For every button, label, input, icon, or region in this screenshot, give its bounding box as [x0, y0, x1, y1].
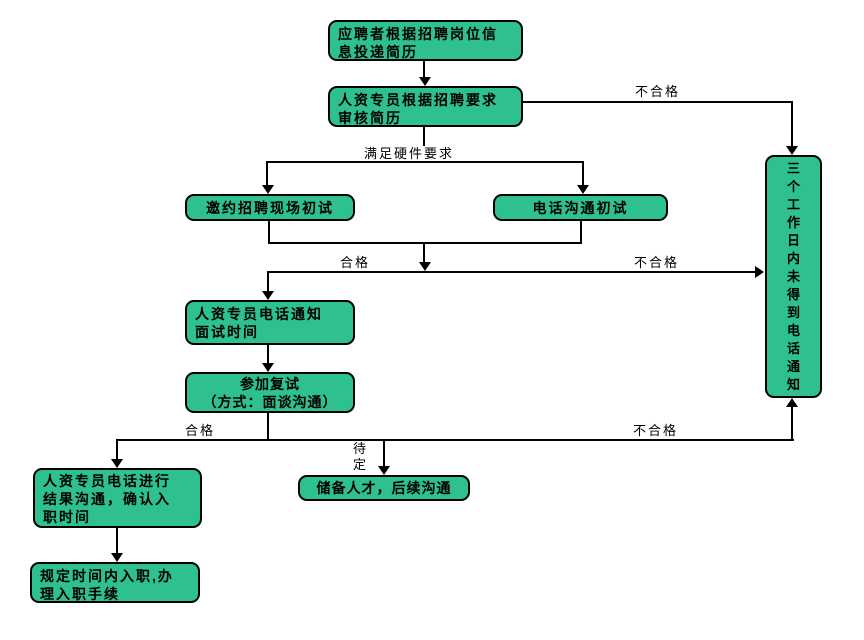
node-submit-resume: 应聘者根据招聘岗位信 息投递简历: [328, 20, 523, 61]
connector-submit-to-review: [423, 61, 425, 78]
connector-review-to-split: [423, 127, 425, 163]
arrow-down-icon: [262, 291, 274, 300]
connector-onsite-down: [268, 221, 270, 244]
connector-merge-h: [268, 242, 582, 244]
edge-label-final-fail: 不合格: [631, 423, 681, 438]
connector-final-result-h: [116, 439, 794, 441]
edge-label-meets-hardware: 满足硬件要求: [362, 146, 457, 161]
node-text-line: 参加复试: [240, 375, 300, 392]
connector-notify-to-second: [267, 345, 269, 364]
node-no-phone-notice: 三个工作日内未得到电话通知: [765, 155, 822, 398]
arrow-down-icon: [262, 185, 274, 194]
connector-phone-down: [580, 221, 582, 244]
edge-label-initial-pass: 合格: [338, 255, 373, 270]
node-reserve-talent: 储备人才，后续沟通: [298, 475, 470, 501]
node-second-interview: 参加复试 （方式：面谈沟通）: [185, 372, 355, 413]
connector-fail-up: [791, 407, 793, 441]
connector-result-to-onboarding: [116, 528, 118, 554]
node-text-vertical: 三个工作日内未得到电话通知: [787, 161, 801, 392]
node-text-line: 审核简历: [338, 110, 402, 126]
arrow-down-icon: [577, 185, 589, 194]
connector-review-fail-h: [523, 101, 793, 103]
arrow-down-icon: [786, 146, 798, 155]
node-text-line: 结果沟通，确认入: [43, 491, 171, 507]
arrow-down-icon: [262, 363, 274, 372]
connector-pass-to-notify: [267, 271, 269, 292]
arrow-right-icon: [755, 266, 764, 278]
edge-label-initial-fail: 不合格: [632, 255, 682, 270]
node-text-line: 规定时间内入职,办: [40, 568, 174, 584]
connector-second-down: [267, 413, 269, 441]
connector-pass-to-result: [116, 439, 118, 461]
arrow-down-icon: [419, 77, 431, 86]
arrow-down-icon: [111, 459, 123, 468]
connector-merge-down: [423, 242, 425, 263]
node-onboarding: 规定时间内入职,办 理入职手续: [30, 562, 200, 603]
node-notify-interview-time: 人资专员电话通知 面试时间: [185, 300, 355, 345]
connector-initial-result-h: [268, 271, 756, 273]
node-text-line: 人资专员电话进行: [43, 473, 171, 489]
node-text-line: 电话沟通初试: [532, 199, 629, 216]
connector-review-fail-v: [791, 101, 793, 147]
arrow-up-icon: [786, 398, 798, 407]
node-text-line: 人资专员根据招聘要求: [338, 92, 498, 108]
node-review-resume: 人资专员根据招聘要求 审核简历: [328, 86, 523, 127]
connector-split-h: [266, 161, 584, 163]
node-text-line: 人资专员电话通知: [195, 306, 323, 322]
node-text-line: 理入职手续: [40, 586, 120, 602]
edge-label-final-pass: 合格: [183, 423, 218, 438]
node-text-line: 息投递简历: [338, 44, 418, 60]
arrow-down-icon: [378, 466, 390, 475]
node-text-line: 邀约招聘现场初试: [206, 199, 334, 216]
node-text-line: 职时间: [43, 509, 91, 525]
arrow-down-icon: [111, 553, 123, 562]
node-text-line: 储备人才，后续沟通: [316, 480, 452, 496]
node-text-line: 面试时间: [195, 324, 259, 340]
node-text-line: （方式：面谈沟通）: [202, 393, 338, 410]
node-phone-interview: 电话沟通初试: [493, 194, 668, 221]
connector-split-right: [582, 161, 584, 186]
arrow-down-icon: [419, 262, 431, 271]
node-text-line: 应聘者根据招聘岗位信: [338, 26, 498, 42]
connector-split-left: [266, 161, 268, 186]
connector-pending-down: [383, 439, 385, 468]
edge-label-resume-fail: 不合格: [633, 84, 683, 99]
edge-label-pending: 待定: [351, 441, 368, 473]
node-onsite-interview: 邀约招聘现场初试: [185, 194, 355, 221]
node-result-communication: 人资专员电话进行 结果沟通，确认入 职时间: [33, 468, 202, 528]
